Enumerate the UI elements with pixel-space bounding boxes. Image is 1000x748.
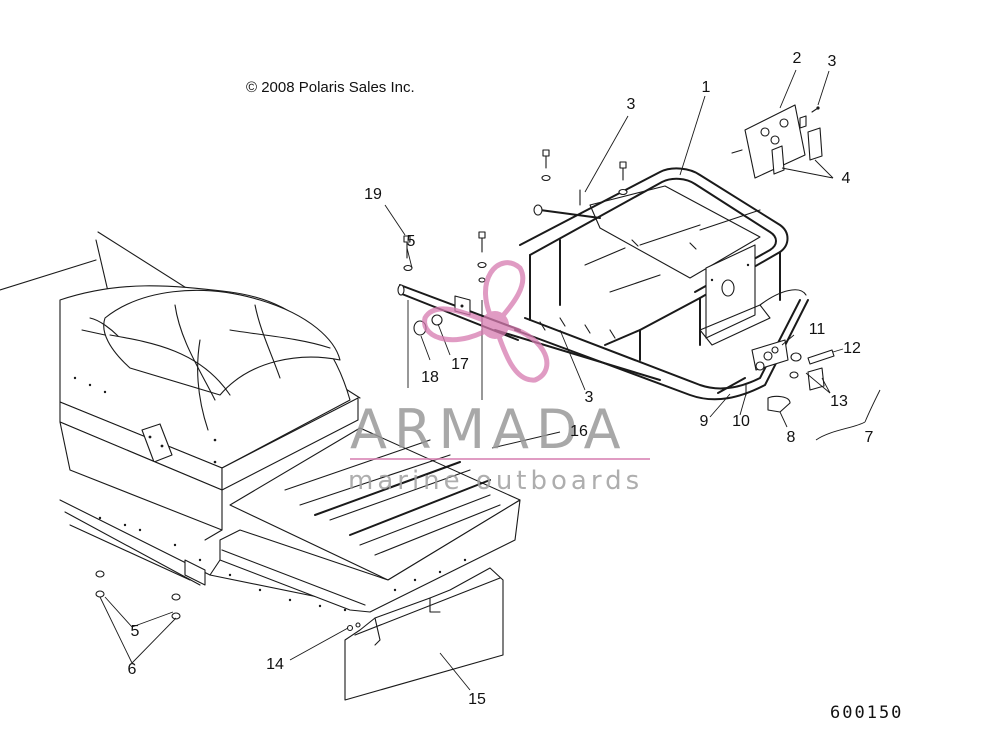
callout-15: 15 [468,691,486,708]
snow-flap [344,567,504,701]
callout-1: 1 [701,79,711,96]
fasteners-upper [403,149,697,400]
callout-5: 5 [406,233,416,250]
watermark-rule [350,458,650,460]
rear-rack [494,167,809,401]
callout-2: 2 [792,50,802,67]
callout-5: 5 [130,623,140,640]
callout-8: 8 [786,429,796,446]
copyright-notice: © 2008 Polaris Sales Inc. [246,79,415,96]
deck-plate [229,427,521,581]
watermark-title: ARMADA [350,398,628,461]
callout-4: 4 [841,170,851,187]
watermark-logo [422,260,550,383]
callout-3: 3 [626,96,636,113]
figure-number: 600150 [830,703,904,723]
callout-17: 17 [451,356,469,373]
callout-16: 16 [570,423,588,440]
callout-10: 10 [732,413,750,430]
callout-13: 13 [830,393,848,410]
callout-11: 11 [808,321,826,338]
watermark-subtitle: marine outboards [348,466,644,496]
callout-12: 12 [843,340,861,357]
leader-lines [99,69,844,691]
tunnel-extension [219,499,521,613]
fasteners-14 [346,622,361,632]
callout-9: 9 [699,413,709,430]
callout-19: 19 [364,186,382,203]
callout-7: 7 [864,429,874,446]
callout-3: 3 [827,53,837,70]
bracket-plate [731,104,823,179]
callout-14: 14 [266,656,284,673]
callout-6: 6 [127,661,137,678]
seat-body-assembly [0,231,363,607]
callout-3: 3 [584,389,594,406]
callout-18: 18 [421,369,439,386]
washers-left [95,570,181,620]
